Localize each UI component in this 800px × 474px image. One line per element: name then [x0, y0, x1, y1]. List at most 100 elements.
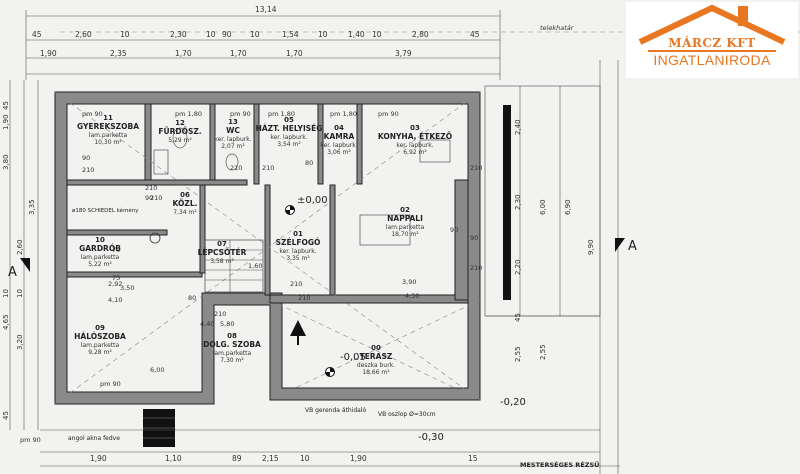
level-marker-main-icon [285, 205, 295, 215]
room-name: NAPPALI [387, 214, 423, 223]
inner-dim-label: 80 [305, 159, 313, 167]
left-dim-label: 2,60 [16, 239, 24, 255]
right-dim-label: 45 [514, 313, 522, 322]
bottom-dim-label: 2,15 [262, 454, 279, 463]
inner-dim-label: 80 [188, 294, 196, 302]
left-dim-label: 4,65 [2, 314, 10, 330]
room-name: GARDRÓB [79, 244, 121, 253]
inner-dim-label: 210 [150, 194, 162, 202]
room-area: 3,35 m² [286, 255, 310, 262]
level-main: ±0,00 [297, 195, 328, 206]
room-floor: lam.parketta [81, 342, 120, 349]
top-dim-row2-label: 1,70 [175, 49, 192, 58]
room-floor: lam.parketta [89, 132, 128, 139]
room-name: TERASZ [360, 352, 393, 361]
inner-dim-label: 90 [82, 154, 90, 162]
opening-label: pm 1,80 [330, 110, 357, 118]
room-area: 18,70 m² [391, 231, 419, 238]
room-area: 6,92 m² [403, 149, 427, 156]
inner-dim-label: 75 [112, 274, 120, 282]
top-dim-row1-label: 2,30 [170, 30, 187, 39]
building-walls [54, 91, 481, 405]
left-dim-label: 3,80 [2, 154, 10, 170]
left-dim-label: 45 [2, 101, 10, 110]
top-dim-row2-label: 3,79 [395, 49, 412, 58]
room-floor: ker. lapburk. [396, 142, 433, 149]
bottom-dim-label: 1,90 [90, 454, 107, 463]
terrace-area [40, 60, 620, 474]
room-area: 10,30 m² [94, 139, 122, 146]
boundary-label: telekhatár [540, 24, 575, 32]
right-dim-label: 6,00 [539, 199, 547, 215]
opening-label: pm 90 [82, 110, 103, 118]
room-area: 7,34 m² [173, 209, 197, 216]
logo-tagline: INGATLANIRODA [653, 52, 771, 68]
inner-dim-label: 6,00 [150, 366, 164, 374]
bottom-dim-label: 1,10 [165, 454, 182, 463]
room-name: HÁLÓSZOBA [74, 332, 126, 341]
room-number: 11 [103, 114, 113, 122]
room-number: 07 [217, 240, 227, 248]
top-dim-row2-label: 1,90 [40, 49, 57, 58]
room-number: 05 [284, 116, 294, 124]
room-area: 3,58 m² [210, 258, 234, 265]
overall-width-dim: 13,14 [255, 5, 277, 14]
top-dim-row1-label: 45 [470, 30, 480, 39]
opening-label: pm 1,80 [268, 110, 295, 118]
left-dimension-lines [9, 80, 39, 430]
inner-dim-label: 210 [298, 294, 310, 302]
room-area: 3,06 m² [327, 149, 351, 156]
top-dim-row1-label: 10 [250, 30, 260, 39]
room-number: 01 [293, 230, 303, 238]
room-name: SZÉLFOGÓ [276, 238, 321, 247]
room-area: 5,29 m² [168, 137, 192, 144]
opening-label: pm 90 [230, 110, 251, 118]
room-name: KONYHA, ÉTKEZŐ [378, 132, 452, 141]
inner-dim-label: 2,92 [108, 280, 122, 288]
room-floor: ker. lapburk. [279, 248, 316, 255]
diagonal-guide-lines [54, 91, 481, 405]
left-dim-label: 10 [16, 289, 24, 298]
level-outside-1: -0,20 [500, 397, 526, 408]
room-area: 18,66 m² [362, 369, 390, 376]
bottom-dim-label: 10 [300, 454, 310, 463]
room-name: GYEREKSZOBA [77, 122, 139, 131]
bottom-dim-label: 1,90 [350, 454, 367, 463]
company-logo: MÁRCZ KFT INGATLANIRODA [626, 2, 798, 78]
room-number: 09 [95, 324, 105, 332]
inner-dim-label: 90 [145, 194, 153, 202]
inner-dim-label: 4,10 [108, 296, 122, 304]
right-dim-label: 2,20 [514, 259, 522, 275]
top-dim-row2-label: 1,70 [286, 49, 303, 58]
entrance-arrow [290, 320, 306, 345]
room-number: 00 [371, 344, 381, 352]
opening-label: pm 90 [20, 436, 41, 444]
right-dim-label: 6,90 [564, 199, 572, 215]
room-number: 04 [334, 124, 344, 132]
right-dim-label: 2,55 [514, 346, 522, 362]
fixtures [149, 127, 451, 246]
section-mark-right-label: A [628, 239, 637, 254]
room-number: 06 [180, 191, 190, 199]
note-beam: VB gerenda áthidaló [305, 407, 367, 414]
inner-dim-label: 5,80 [220, 320, 234, 328]
left-dim-label: 1,90 [2, 114, 10, 130]
room-area: 3,54 m² [277, 141, 301, 148]
room-name: HÁZT. HELYISÉG [256, 124, 323, 133]
inner-dim-label: 210 [145, 184, 157, 192]
room-floor: ker. lapburk. [270, 134, 307, 141]
room-floor: lam.parketta [81, 254, 120, 261]
logo-company-name: MÁRCZ KFT [668, 36, 756, 50]
